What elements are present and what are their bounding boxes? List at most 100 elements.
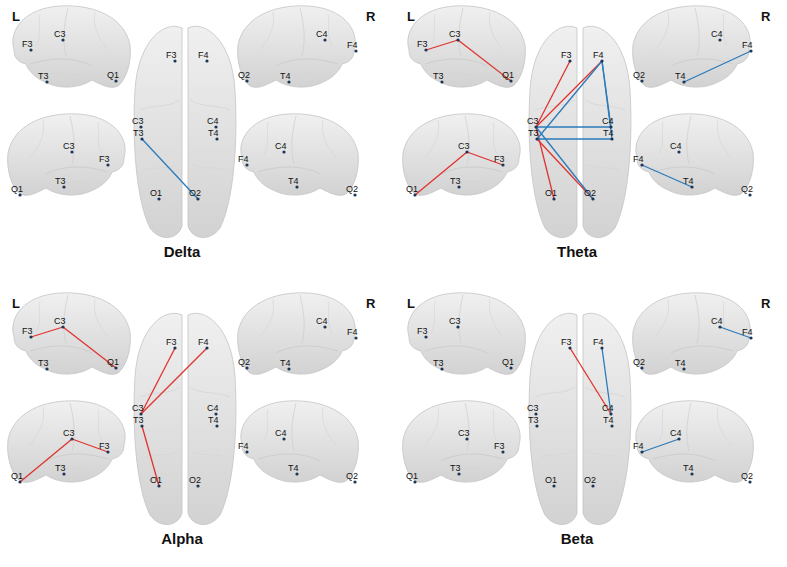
electrode-label: Q1 <box>107 71 119 80</box>
electrode-label: O1 <box>545 476 557 485</box>
electrode-label: T3 <box>55 464 66 473</box>
electrode-label: T3 <box>433 359 444 368</box>
hemisphere-label: R <box>366 10 375 23</box>
electrode-label: F3 <box>494 442 505 451</box>
electrode-label: T4 <box>603 416 614 425</box>
electrode-label: Q2 <box>741 185 753 194</box>
electrode-label: F3 <box>99 442 110 451</box>
electrode-label: Q2 <box>633 358 645 367</box>
connectivity-line <box>642 439 679 452</box>
connectivity-line <box>426 40 458 50</box>
hemisphere-label: L <box>12 10 20 23</box>
electrode-label: C4 <box>670 429 682 438</box>
electrode-label: O2 <box>189 476 201 485</box>
electrode-label: C3 <box>527 404 539 413</box>
electrode-label: T3 <box>55 177 66 186</box>
electrode-label: F4 <box>347 328 358 337</box>
electrode-label: Q2 <box>633 71 645 80</box>
connectivity-line <box>141 348 207 414</box>
connectivity-line <box>536 126 611 127</box>
electrode-label: T4 <box>288 464 299 473</box>
connectivity-line <box>415 152 467 195</box>
electrode-label: Q2 <box>346 472 358 481</box>
electrode-label: C4 <box>711 30 723 39</box>
electrode-label: F3 <box>417 327 428 336</box>
electrode-label: Q1 <box>406 472 418 481</box>
band-title: Delta <box>164 244 201 259</box>
electrode-label: F3 <box>494 155 505 164</box>
electrode-label: O1 <box>545 189 557 198</box>
electrode-label: C3 <box>54 317 66 326</box>
hemisphere-label: R <box>366 297 375 310</box>
hemisphere-label: R <box>761 10 770 23</box>
electrode-label: F3 <box>22 40 33 49</box>
electrode-label: Q1 <box>11 472 23 481</box>
electrode-label: F4 <box>742 41 753 50</box>
electrode-label: T3 <box>38 359 49 368</box>
band-title: Beta <box>561 531 594 546</box>
electrode-label: T4 <box>675 359 686 368</box>
hemisphere-label: L <box>12 297 20 310</box>
electrode-label: F4 <box>238 442 249 451</box>
electrode-label: T4 <box>280 359 291 368</box>
electrode-label: T4 <box>683 464 694 473</box>
electrode-label: C3 <box>54 30 66 39</box>
electrode-label: C4 <box>316 30 328 39</box>
electrode-label: T3 <box>528 129 539 138</box>
connectivity-line <box>684 51 751 82</box>
electrode-label: O2 <box>189 189 201 198</box>
connectivity-line <box>536 61 570 127</box>
electrode-label: F4 <box>593 338 604 347</box>
connectivity-line <box>141 348 175 414</box>
connectivity-line <box>536 61 602 127</box>
electrode-label: T4 <box>288 177 299 186</box>
electrode-label: F3 <box>22 327 33 336</box>
electrode-label: C3 <box>63 142 75 151</box>
electrode-label: F4 <box>633 442 644 451</box>
electrode-label: F4 <box>742 328 753 337</box>
electrode-label: T3 <box>133 129 144 138</box>
electrode-label: F4 <box>198 51 209 60</box>
electrode-label: C3 <box>527 117 539 126</box>
electrode-label: T4 <box>675 72 686 81</box>
electrode-label: Q1 <box>107 358 119 367</box>
electrode-label: C4 <box>602 117 614 126</box>
electrode-label: O2 <box>584 476 596 485</box>
electrode-label: C4 <box>316 317 328 326</box>
electrode-label: F4 <box>347 41 358 50</box>
electrode-label: F4 <box>198 338 209 347</box>
electrode-label: C4 <box>275 142 287 151</box>
electrode-label: Q2 <box>238 358 250 367</box>
electrode-label: Q2 <box>238 71 250 80</box>
electrode-label: O2 <box>584 189 596 198</box>
electrode-label: T4 <box>280 72 291 81</box>
electrode-label: Q1 <box>502 71 514 80</box>
electrode-label: F3 <box>166 338 177 347</box>
electrode-label: Q1 <box>406 185 418 194</box>
electrode-label: C3 <box>449 317 461 326</box>
electrode-label: O1 <box>150 476 162 485</box>
electrode-label: F3 <box>99 155 110 164</box>
connectivity-line <box>31 327 63 337</box>
band-title: Alpha <box>161 531 203 546</box>
electrode-label: F3 <box>561 51 572 60</box>
electrode-label: T4 <box>683 177 694 186</box>
electrode-label: C3 <box>458 142 470 151</box>
electrode-label: T3 <box>38 72 49 81</box>
electrode-label: O1 <box>150 189 162 198</box>
electrode-label: T4 <box>208 416 219 425</box>
electrode-label: T4 <box>208 129 219 138</box>
electrode-label: F4 <box>593 51 604 60</box>
electrode-label: C4 <box>602 404 614 413</box>
electrode-label: F4 <box>238 155 249 164</box>
electrode-label: Q2 <box>741 472 753 481</box>
electrode-label: T3 <box>433 72 444 81</box>
electrode-label: Q1 <box>11 185 23 194</box>
hemisphere-label: L <box>407 297 415 310</box>
electrode-label: C3 <box>132 404 144 413</box>
electrode-label: Q1 <box>502 358 514 367</box>
connectivity-line <box>602 61 612 139</box>
electrode-label: T3 <box>528 416 539 425</box>
electrode-label: T3 <box>450 464 461 473</box>
